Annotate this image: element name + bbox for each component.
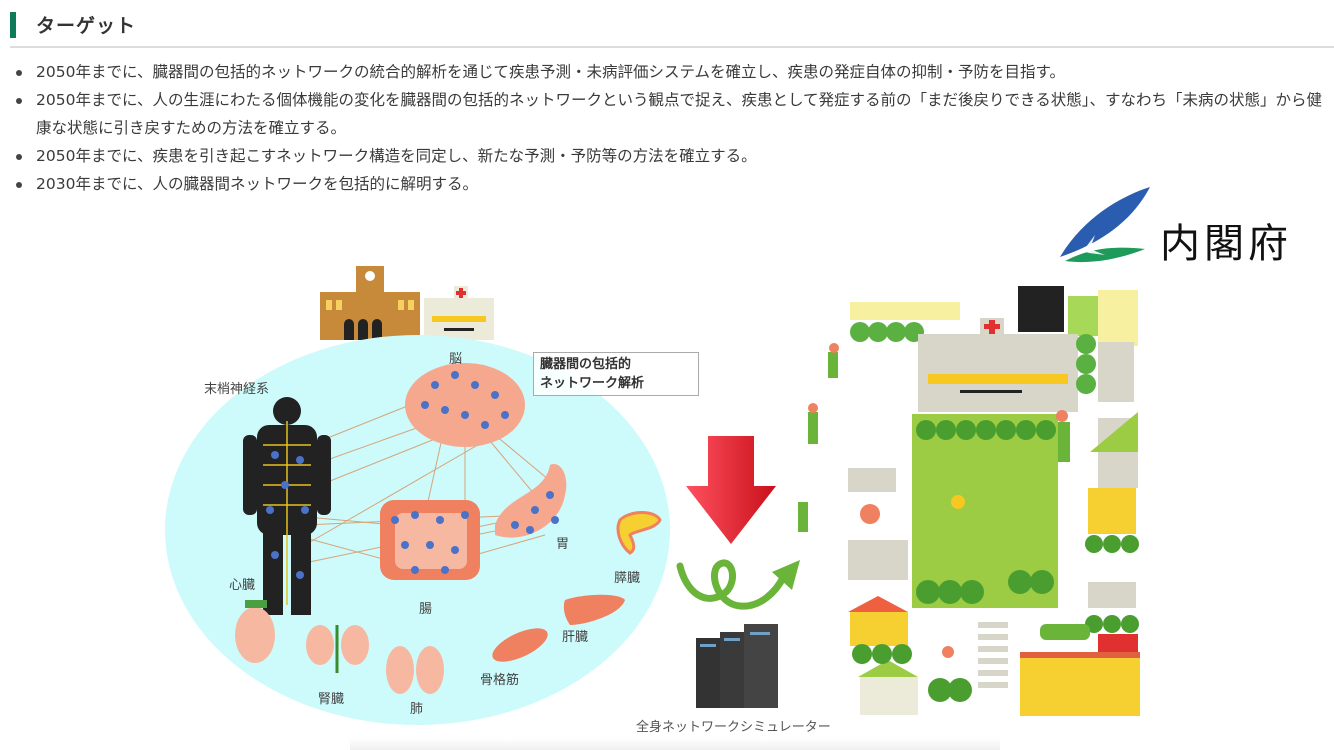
target-item: 2050年までに、人の生涯にわたる個体機能の変化を臓器間の包括的ネットワークとい… — [10, 86, 1330, 142]
liver-label: 肝臓 — [562, 630, 589, 645]
network-box-line: 臓器間の包括的 — [540, 357, 632, 372]
loop-arrow-icon — [676, 559, 800, 610]
cabinet-office-logo: 内閣府 — [1055, 185, 1325, 267]
section-title: ターゲット — [36, 15, 137, 37]
skeletal-muscle-icon — [492, 628, 548, 662]
network-analysis-box: 臓器間の包括的 ネットワーク解析 — [533, 352, 699, 396]
university-hospital-icon — [320, 266, 494, 340]
bottom-shadow — [350, 738, 1000, 750]
liver-icon — [563, 594, 625, 625]
stomach-icon — [495, 464, 567, 538]
down-arrow-icon — [686, 436, 776, 544]
intestine-label: 腸 — [419, 602, 433, 617]
server-icon — [696, 624, 778, 708]
lung-icon — [386, 646, 414, 694]
target-item: 2050年までに、臓器間の包括的ネットワークの統合的解析を通じて疾患予測・未病評… — [10, 58, 1330, 86]
leaf-emblem-icon — [1060, 187, 1150, 263]
kidney-icon — [306, 625, 334, 665]
target-item: 2050年までに、疾患を引き起こすネットワーク構造を同定し、新たな予測・予防等の… — [10, 142, 1330, 170]
accent-bar — [10, 12, 16, 38]
logo-text: 内閣府 — [1160, 221, 1292, 267]
simulator-label: 全身ネットワークシミュレーター — [636, 720, 831, 735]
town-illustration — [798, 286, 1140, 716]
stomach-label: 胃 — [556, 537, 570, 552]
target-item: 2030年までに、人の臓器間ネットワークを包括的に解明する。 — [10, 170, 1330, 198]
brain-label: 脳 — [449, 352, 463, 367]
heart-label: 心臓 — [229, 578, 256, 593]
skeletal-muscle-label: 骨格筋 — [480, 673, 520, 688]
pancreas-label: 膵臓 — [614, 571, 641, 586]
divider — [10, 46, 1334, 48]
heart-icon — [235, 607, 275, 663]
section-header: ターゲット — [10, 8, 1334, 48]
pancreas-icon — [616, 511, 662, 555]
peripheral-nerves-label: 末梢神経系 — [204, 382, 270, 397]
network-box-line: ネットワーク解析 — [540, 376, 645, 391]
peripheral-nerves-icon — [243, 397, 331, 615]
lung-label: 肺 — [410, 702, 424, 717]
kidney-label: 腎臓 — [318, 692, 345, 707]
organ-network-diagram — [235, 363, 662, 694]
target-list: 2050年までに、臓器間の包括的ネットワークの統合的解析を通じて疾患予測・未病評… — [10, 58, 1330, 198]
